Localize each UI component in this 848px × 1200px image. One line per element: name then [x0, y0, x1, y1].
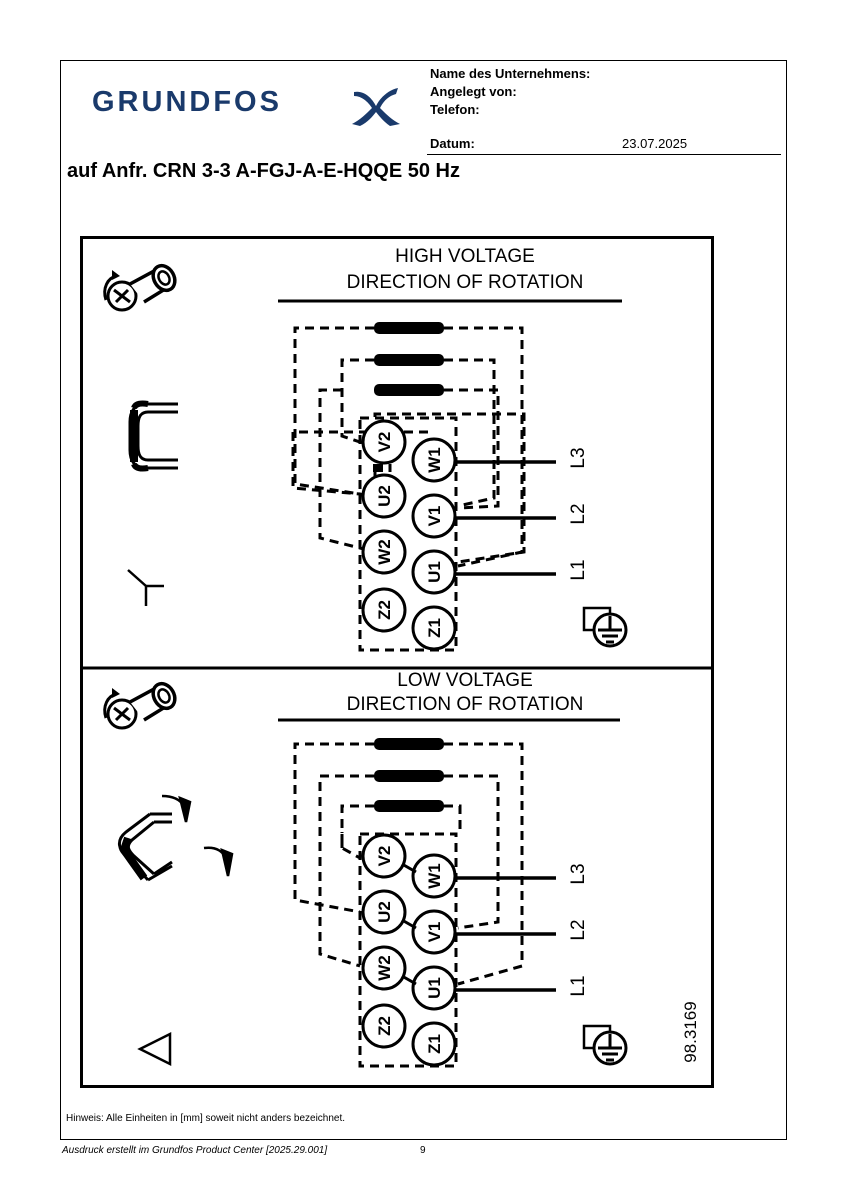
created-by-label: Angelegt von:: [430, 84, 517, 99]
terminal-label: U2: [375, 485, 394, 507]
low-voltage-subtitle: DIRECTION OF ROTATION: [347, 694, 584, 715]
line-label: L1: [568, 559, 589, 580]
high-voltage-subtitle: DIRECTION OF ROTATION: [347, 272, 584, 293]
terminal-label: Z1: [425, 618, 444, 638]
page-number: 9: [420, 1145, 426, 1156]
terminal-label: Z1: [425, 1034, 444, 1054]
terminal-label: Z2: [375, 600, 394, 620]
diagram-border: [80, 236, 714, 1088]
header-divider: [427, 154, 781, 155]
earth-ground-icon: [582, 1024, 628, 1066]
terminal-block-low: V2 U2 W2 Z2 W1 V1 U1 Z1: [361, 833, 457, 1067]
line-label: L2: [568, 919, 589, 940]
terminal-label: W1: [425, 447, 444, 473]
phone-label: Telefon:: [430, 102, 480, 117]
terminal-label: U2: [375, 901, 394, 923]
footer-text: Ausdruck erstellt im Grundfos Product Ce…: [62, 1145, 328, 1156]
line-label: L3: [568, 447, 589, 468]
wiring-diagram: HIGH VOLTAGE DIRECTION OF ROTATION V2: [80, 236, 714, 1088]
rotation-screw-icon: [102, 677, 181, 730]
terminal-label: Z2: [375, 1016, 394, 1036]
delta-symbol-icon: [137, 1031, 172, 1067]
high-voltage-title: HIGH VOLTAGE: [395, 246, 535, 267]
grundfos-logo: GRUNDFOS: [92, 86, 400, 126]
terminal-label: V1: [425, 922, 444, 943]
company-label: Name des Unternehmens:: [430, 66, 591, 81]
terminal-label: U1: [425, 561, 444, 583]
terminal-label: V2: [375, 432, 394, 453]
page-title: auf Anfr. CRN 3-3 A-FGJ-A-E-HQQE 50 Hz: [67, 160, 460, 182]
bridge-link-icon: [118, 812, 173, 882]
star-symbol-icon: [127, 569, 164, 606]
rotation-arrow-icon: [161, 794, 234, 877]
terminal-label: V2: [375, 846, 394, 867]
line-label: L1: [568, 975, 589, 996]
date-label: Datum:: [430, 136, 475, 151]
line-label: L3: [568, 863, 589, 884]
low-voltage-title: LOW VOLTAGE: [397, 670, 533, 691]
terminal-label: W1: [425, 863, 444, 889]
bridge-link-icon: [128, 400, 178, 472]
units-note: Hinweis: Alle Einheiten in [mm] soweit n…: [66, 1113, 346, 1124]
earth-ground-icon: [582, 606, 628, 648]
drawing-number: 98.3169: [681, 1001, 700, 1062]
terminal-label: W2: [375, 539, 394, 565]
terminal-label: V1: [425, 506, 444, 527]
page-frame: [60, 60, 787, 1140]
date-value: 23.07.2025: [622, 136, 688, 151]
logo-text: GRUNDFOS: [92, 86, 282, 118]
grundfos-x-icon: [352, 88, 400, 126]
rotation-screw-icon: [102, 259, 181, 312]
terminal-label: U1: [425, 977, 444, 999]
terminal-block-high: V2 U2 W2 Z2 W1 V1 U1 Z1: [361, 419, 457, 651]
terminal-label: W2: [375, 955, 394, 981]
line-label: L2: [568, 503, 589, 524]
